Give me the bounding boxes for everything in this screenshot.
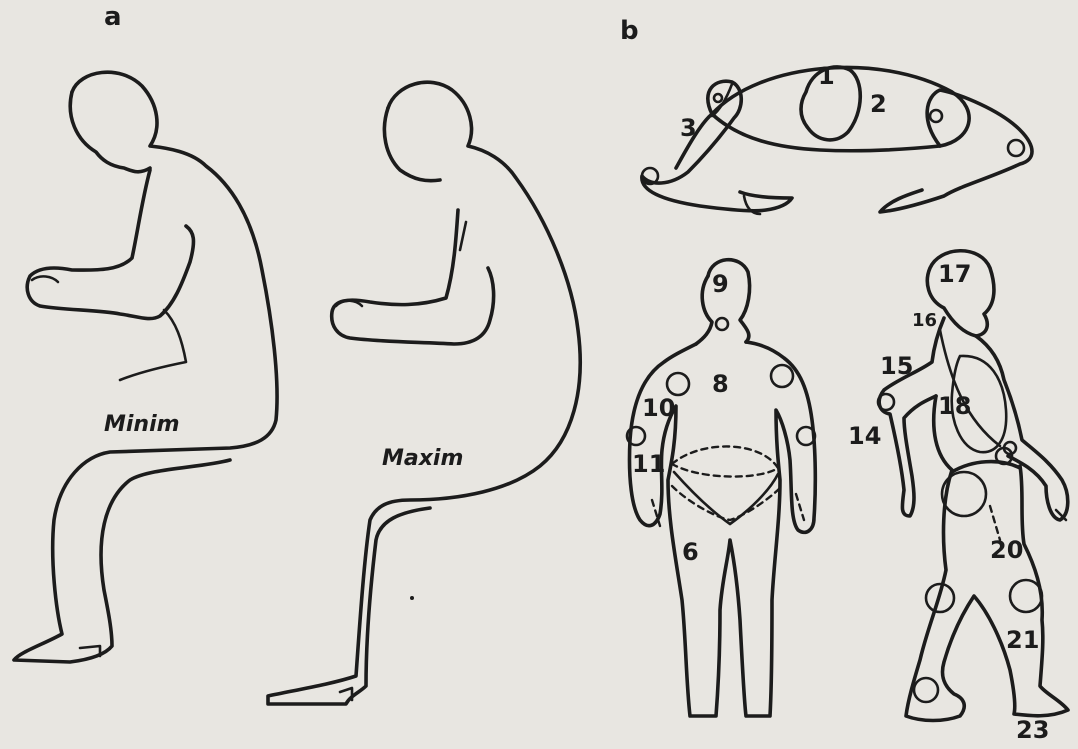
caption-minimum: Minim <box>104 414 180 436</box>
segment-number-21: 21 <box>1006 628 1039 652</box>
seated-figure-minimum <box>14 72 277 662</box>
panel-label-a: a <box>104 4 122 30</box>
segment-number-6: 6 <box>682 540 699 564</box>
segment-number-1: 1 <box>818 64 835 88</box>
segment-number-23: 23 <box>1016 718 1049 742</box>
segment-number-8: 8 <box>712 372 729 396</box>
segment-number-11: 11 <box>632 452 665 476</box>
segment-number-16: 16 <box>912 312 937 330</box>
segment-number-20: 20 <box>990 538 1023 562</box>
panel-label-b: b <box>620 18 639 44</box>
front-view-figure <box>627 260 815 716</box>
segment-number-17: 17 <box>938 262 971 286</box>
segment-number-2: 2 <box>870 92 887 116</box>
caption-maximum: Maxim <box>382 448 463 470</box>
segment-number-9: 9 <box>712 272 729 296</box>
top-view-figure <box>642 67 1032 214</box>
seated-figure-maximum <box>268 82 580 704</box>
stray-mark <box>410 596 414 600</box>
segment-number-3: 3 <box>680 116 697 140</box>
segment-number-14: 14 <box>848 424 881 448</box>
segment-number-18: 18 <box>938 394 971 418</box>
side-view-figure <box>878 251 1068 721</box>
segment-number-10: 10 <box>642 396 675 420</box>
segment-number-15: 15 <box>880 354 913 378</box>
